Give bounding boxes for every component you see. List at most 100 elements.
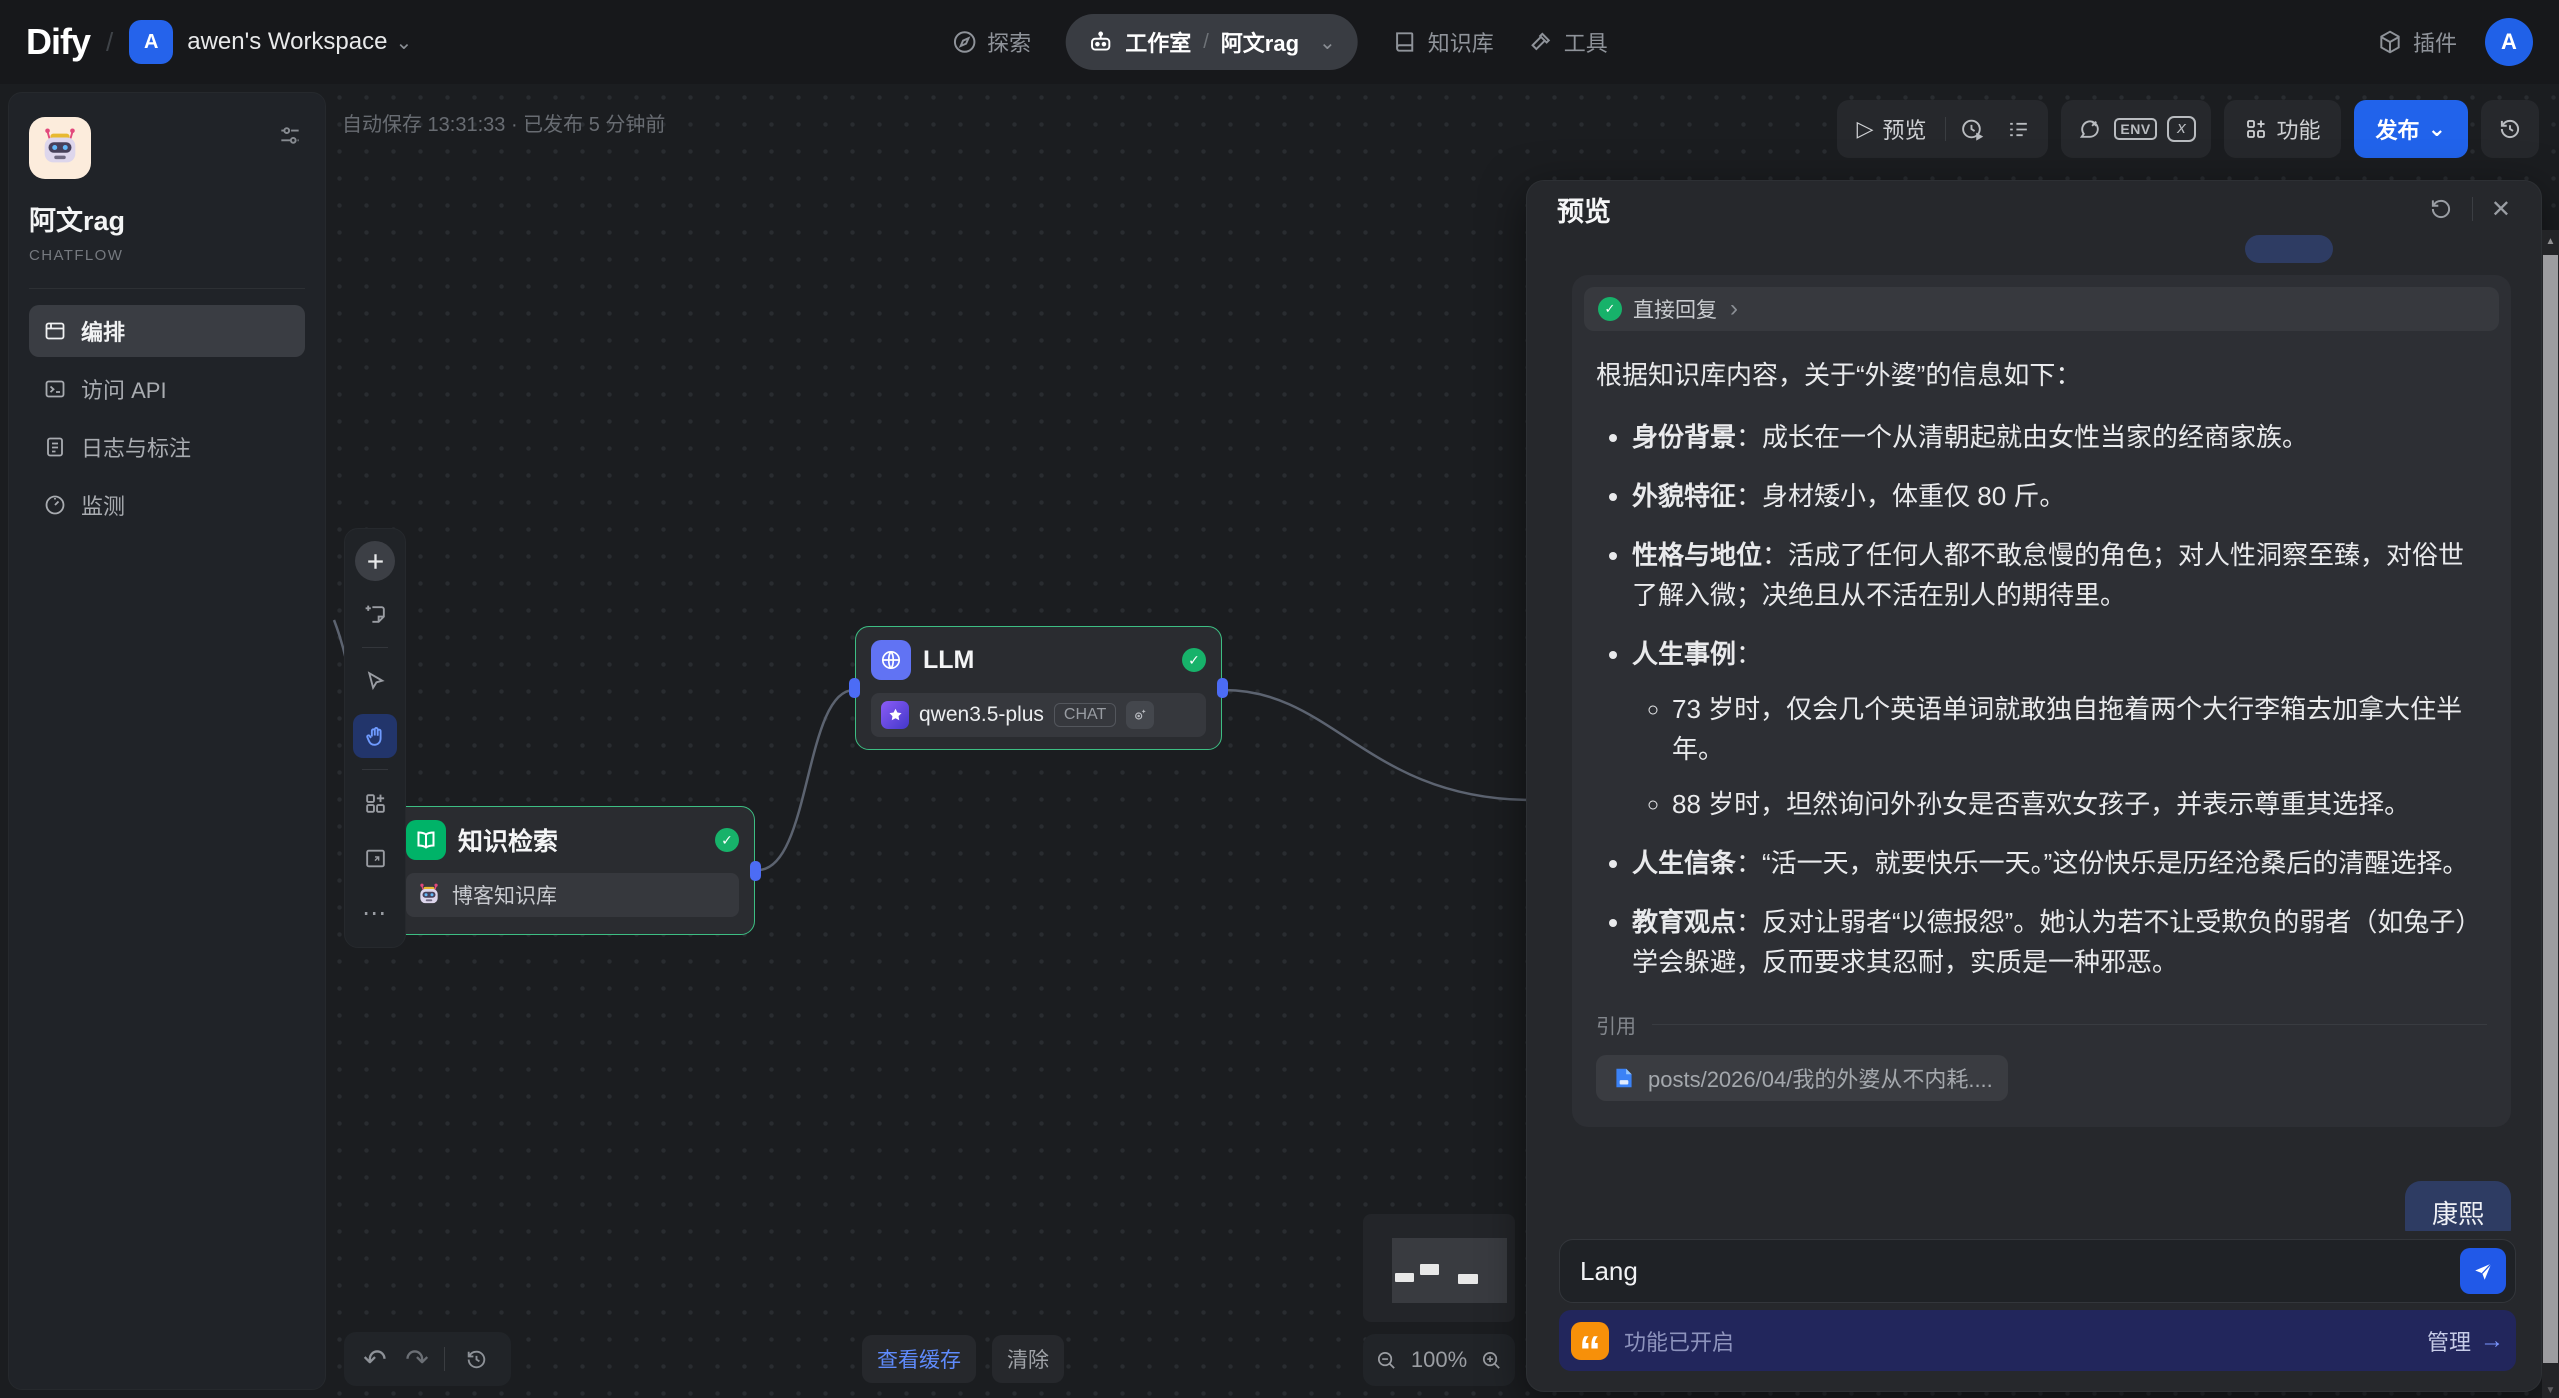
view-cache-button[interactable]: 查看缓存 [862, 1335, 976, 1383]
user-message-row: 康熙 [1527, 1181, 2511, 1231]
list-item: 身份背景：成长在一个从清朝起就由女性当家的经商家族。 [1632, 417, 2487, 457]
page-scrollbar[interactable]: ▲ ▼ [2542, 230, 2559, 1398]
scrollbar-up-arrow[interactable]: ▲ [2545, 235, 2556, 247]
hand-mode-button[interactable] [353, 714, 397, 758]
conversation-variables-button[interactable]: x [2159, 106, 2205, 152]
layout-icon [45, 322, 65, 340]
change-history-button[interactable] [453, 1336, 499, 1382]
features-group: 功能 [2223, 100, 2341, 158]
add-note-button[interactable] [353, 592, 397, 636]
zoom-in-icon[interactable] [1480, 1349, 1503, 1372]
output-port[interactable] [1217, 678, 1228, 698]
input-port[interactable] [849, 678, 860, 698]
chat-input[interactable]: Lang [1559, 1239, 2516, 1303]
checklist-button[interactable] [1996, 106, 2042, 152]
citation-filename: posts/2026/04/我的外婆从不内耗.... [1648, 1067, 1993, 1092]
preview-title: 预览 [1557, 196, 1611, 227]
sidebar-item-orchestrate[interactable]: 编排 [29, 305, 305, 357]
nav-knowledge[interactable]: 知识库 [1392, 26, 1494, 58]
dataset-chip[interactable]: 博客知识库 [406, 873, 739, 917]
minimap[interactable] [1363, 1214, 1515, 1322]
message-sublist: 73 岁时，仅会几个英语单词就敢独自拖着两个大行李箱去加拿大住半年。 88 岁时… [1632, 689, 2487, 824]
sidebar-item-label: 访问 API [81, 378, 167, 403]
restart-conversation-icon[interactable] [2428, 196, 2454, 222]
organize-blocks-button[interactable] [353, 781, 397, 825]
sidebar-item-label: 日志与标注 [81, 436, 192, 461]
edge-llm-to-answer [1223, 688, 1533, 802]
breadcrumb-slash: / [106, 26, 114, 57]
app-icon[interactable] [29, 117, 91, 179]
scrollbar-thumb[interactable] [2543, 255, 2558, 1363]
nav-knowledge-label: 知识库 [1427, 31, 1494, 56]
manage-features-link[interactable]: 管理 → [2427, 1325, 2504, 1357]
scrollbar-down-arrow[interactable]: ▼ [2545, 1385, 2556, 1396]
main-nav: 探索 工作室 / 阿文rag ⌄ 知识库 工具 [951, 0, 1608, 84]
process-node-label: 直接回复 [1633, 299, 1717, 322]
manage-label: 管理 [2426, 1329, 2471, 1355]
paper-plane-icon [2475, 1263, 2492, 1280]
nav-explore[interactable]: 探索 [951, 26, 1031, 58]
clock-play-icon [1962, 119, 1984, 141]
dify-logo[interactable]: Dify [26, 21, 91, 62]
annotation-reply-button[interactable] [2067, 106, 2113, 152]
preview-run-button[interactable]: ▷ 预览 [1843, 106, 1941, 152]
plugins-button[interactable]: 插件 [2377, 26, 2457, 58]
more-tools-button[interactable]: ⋯ [362, 899, 388, 927]
close-icon[interactable]: ✕ [2490, 195, 2511, 223]
run-history-button[interactable] [1950, 106, 1996, 152]
zoom-out-icon[interactable] [1375, 1349, 1398, 1372]
top-bar: Dify / A awen's Workspace ⌄ 探索 工作室 / 阿文r… [0, 0, 2559, 84]
env-variables-button[interactable]: ENV [2113, 106, 2159, 152]
workspace-name: awen's Workspace [187, 28, 388, 55]
success-badge: ✓ [715, 828, 739, 852]
nav-tools-label: 工具 [1563, 31, 1608, 56]
workspace-selector[interactable]: A awen's Workspace ⌄ [129, 20, 412, 64]
publish-button[interactable]: 发布 ⌄ [2353, 100, 2468, 158]
divider [2471, 197, 2473, 221]
list-item: 性格与地位：活成了任何人都不敢怠慢的角色；对人性洞察至臻，对俗世了解入微；决绝且… [1632, 535, 2487, 615]
version-history-button[interactable] [2481, 100, 2539, 158]
chat-input-value: Lang [1580, 1255, 1638, 1286]
clear-cache-button[interactable]: 清除 [992, 1335, 1064, 1383]
redo-button[interactable]: ↷ [405, 1343, 429, 1375]
citation-document[interactable]: posts/2026/04/我的外婆从不内耗.... [1596, 1055, 2008, 1101]
minimap-node [1458, 1274, 1478, 1284]
workflow-process-toggle[interactable]: ✓ 直接回复 › [1584, 287, 2499, 331]
minimap-node [1420, 1264, 1439, 1275]
node-llm[interactable]: LLM ✓ qwen3.5-plus CHAT [849, 626, 1228, 750]
sidebar-item-logs[interactable]: 日志与标注 [29, 421, 305, 473]
add-node-button[interactable] [355, 541, 395, 581]
divider [362, 769, 388, 770]
list-item: 教育观点：反对让弱者“以德报怨”。她认为若不让受欺负的弱者（如兔子）学会躲避，反… [1632, 902, 2487, 982]
nav-tools[interactable]: 工具 [1528, 26, 1608, 58]
features-button[interactable]: 功能 [2230, 106, 2335, 152]
output-port[interactable] [750, 860, 761, 881]
chat-scroll-area[interactable]: ✓ 直接回复 › 根据知识库内容，关于“外婆”的信息如下： 身份背景：成长在一个… [1527, 231, 2541, 1231]
canvas-action-bar: ▷ 预览 ENV x [1836, 100, 2539, 158]
pointer-mode-button[interactable] [353, 659, 397, 703]
quote-icon: “ [1571, 1321, 1609, 1360]
sidebar-item-label: 监测 [81, 494, 126, 519]
sidebar-item-monitoring[interactable]: 监测 [29, 479, 305, 531]
preview-panel: 预览 ✕ ✓ 直接回复 › 根据知识库内容，关于“外婆”的信息如下： 身份 [1526, 180, 2542, 1392]
node-knowledge-retrieval[interactable]: 知识检索 ✓ 博客知识库 [384, 806, 761, 935]
app-settings-icon[interactable] [277, 123, 303, 154]
sidebar-item-api[interactable]: 访问 API [29, 363, 305, 415]
features-enabled-bar[interactable]: “ 功能已开启 管理 → [1559, 1310, 2516, 1371]
nav-explore-label: 探索 [987, 31, 1032, 56]
compass-icon [953, 31, 975, 53]
undo-button[interactable]: ↶ [363, 1343, 387, 1375]
model-chip[interactable]: qwen3.5-plus CHAT [871, 693, 1206, 737]
send-button[interactable] [2460, 1248, 2506, 1294]
terminal-icon [45, 380, 65, 398]
variables-group: ENV x [2060, 100, 2211, 158]
robot-avatar [44, 128, 76, 163]
zoom-level[interactable]: 100% [1410, 1347, 1468, 1372]
checklist-icon [2010, 122, 2027, 136]
message-list: 身份背景：成长在一个从清朝起就由女性当家的经商家族。 外貌特征：身材矮小，体重仅… [1596, 417, 2487, 982]
user-avatar[interactable]: A [2485, 18, 2533, 66]
frame-icon [365, 849, 385, 867]
nav-studio-active[interactable]: 工作室 / 阿文rag ⌄ [1065, 14, 1358, 70]
fit-view-button[interactable] [353, 836, 397, 880]
